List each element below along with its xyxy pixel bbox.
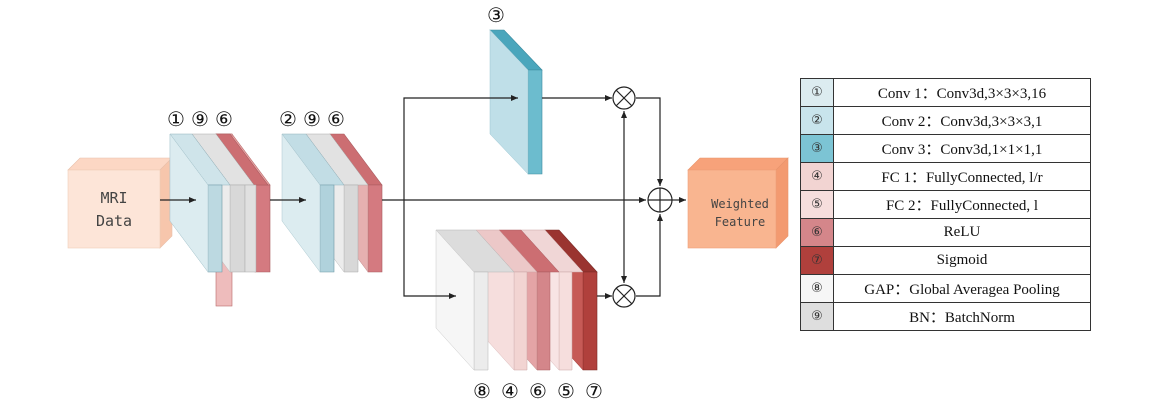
conv-stack-1 xyxy=(169,133,271,307)
legend-swatch: ④ xyxy=(800,162,834,191)
legend-desc: Conv 3：Conv3d,1×1×1,1 xyxy=(833,134,1091,163)
legend-desc: FC 1：FullyConnected, l/r xyxy=(833,162,1091,191)
input-label-line2: Data xyxy=(96,212,132,230)
stack2-label-2: ⑨ xyxy=(303,107,321,131)
bottom-branch-labels: ⑧ ④ ⑥ ⑤ ⑦ xyxy=(473,379,603,403)
stack2-labels: ② ⑨ ⑥ xyxy=(279,107,345,131)
bottom-label-4: ⑤ xyxy=(557,379,575,403)
weighted-feature-block: Weighted Feature xyxy=(687,157,789,249)
connections xyxy=(160,95,686,299)
top-branch-label: ③ xyxy=(487,3,505,27)
legend-swatch: ⑥ xyxy=(800,218,834,247)
output-label-line2: Feature xyxy=(715,215,766,229)
conv3-block xyxy=(489,29,543,175)
network-diagram: MRI Data xyxy=(67,3,789,403)
legend-swatch: ② xyxy=(800,106,834,135)
stack2-label-3: ⑥ xyxy=(327,107,345,131)
legend-desc: BN：BatchNorm xyxy=(833,302,1091,331)
legend-swatch: ⑧ xyxy=(800,274,834,303)
conv-stack-2 xyxy=(281,133,383,273)
legend-desc: FC 2：FullyConnected, l xyxy=(833,190,1091,219)
bottom-label-1: ⑧ xyxy=(473,379,491,403)
stack1-label-1: ① xyxy=(167,107,185,131)
legend-desc: Conv 2：Conv3d,3×3×3,1 xyxy=(833,106,1091,135)
bottom-label-3: ⑥ xyxy=(529,379,547,403)
stack1-label-2: ⑨ xyxy=(191,107,209,131)
output-label-line1: Weighted xyxy=(711,197,769,211)
attention-stack xyxy=(435,229,598,371)
add-operator xyxy=(647,187,673,213)
multiply-operator-bottom xyxy=(612,284,636,308)
legend-swatch: ⑨ xyxy=(800,302,834,331)
legend-swatch: ③ xyxy=(800,134,834,163)
legend-swatch: ⑦ xyxy=(800,246,834,275)
legend-desc: Conv 1：Conv3d,3×3×3,16 xyxy=(833,78,1091,107)
stack1-label-3: ⑥ xyxy=(215,107,233,131)
legend-swatch: ⑤ xyxy=(800,190,834,219)
legend-desc: Sigmoid xyxy=(833,246,1091,275)
legend-desc: ReLU xyxy=(833,218,1091,247)
stack1-labels: ① ⑨ ⑥ xyxy=(167,107,233,131)
multiply-operator-top xyxy=(612,86,636,110)
mri-data-block: MRI Data xyxy=(67,157,173,249)
bottom-label-2: ④ xyxy=(501,379,519,403)
bottom-label-5: ⑦ xyxy=(585,379,603,403)
input-label-line1: MRI xyxy=(100,189,127,207)
legend-swatch: ① xyxy=(800,78,834,107)
stack2-label-1: ② xyxy=(279,107,297,131)
legend-desc: GAP：Global Averagea Pooling xyxy=(833,274,1091,303)
